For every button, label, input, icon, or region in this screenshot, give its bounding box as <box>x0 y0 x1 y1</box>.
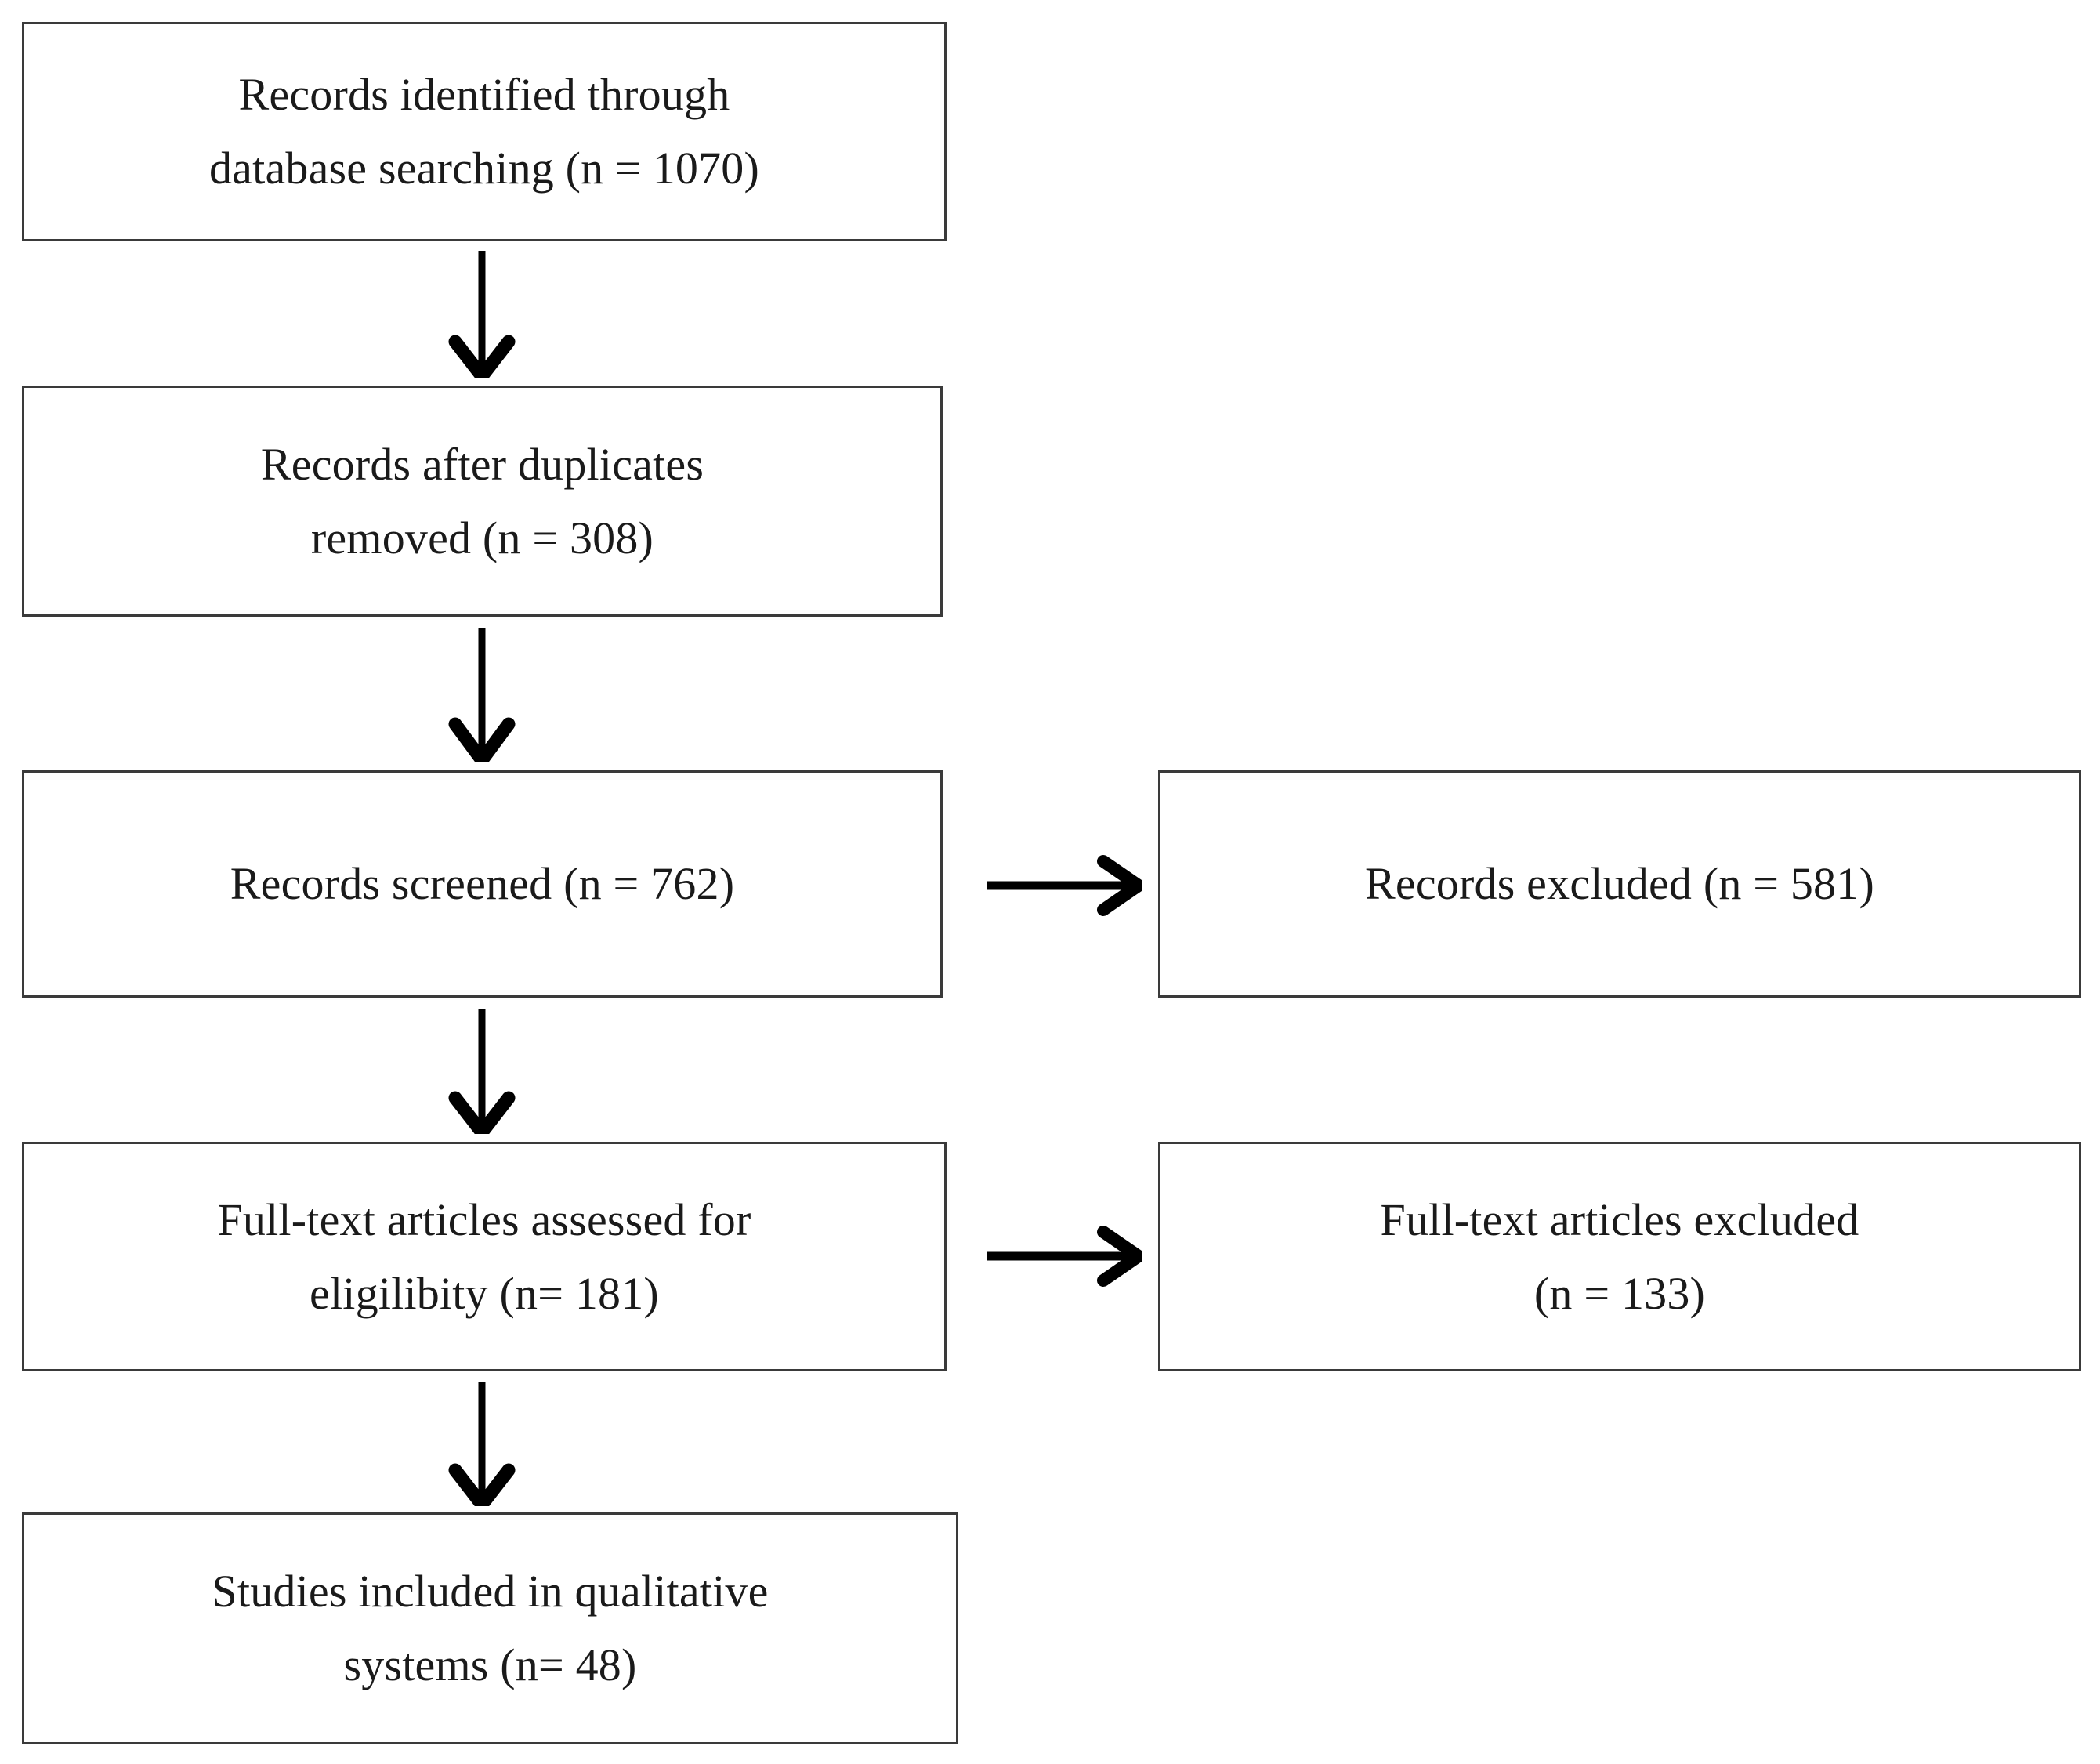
arrow-down-icon <box>448 251 516 378</box>
full-text-excluded-box: Full-text articles excluded (n = 133) <box>1158 1142 2081 1371</box>
records-screened-line-1: Records screened (n = 762) <box>230 858 735 910</box>
arrow-down-icon <box>448 628 516 762</box>
records-after-duplicates-box: Records after duplicates removed (n = 30… <box>22 386 943 617</box>
records-after-duplicates-line-1: Records after duplicates <box>260 438 704 490</box>
studies-included-line-1: Studies included in qualitative <box>212 1566 769 1617</box>
arrow-right-screened-to-records-excluded <box>986 850 1142 921</box>
records-identified-line-2: database searching (n = 1070) <box>208 143 760 194</box>
studies-included-line-2: systems (n= 48) <box>343 1639 637 1690</box>
records-excluded-box: Records excluded (n = 581) <box>1158 770 2081 998</box>
arrow-down-duplicates-to-screened <box>435 627 529 762</box>
records-identified-box: Records identified through database sear… <box>22 22 947 241</box>
records-identified-line-1: Records identified through <box>238 69 730 121</box>
records-excluded-line-1: Records excluded (n = 581) <box>1365 858 1874 910</box>
full-text-assessed-box: Full-text articles assessed for eligilib… <box>22 1142 947 1371</box>
arrow-down-screened-to-fulltext <box>435 1007 529 1134</box>
arrow-right-fulltext-to-fulltext-excluded <box>986 1221 1142 1291</box>
full-text-excluded-line-1: Full-text articles excluded <box>1380 1194 1859 1245</box>
studies-included-box: Studies included in qualitative systems … <box>22 1512 958 1744</box>
arrow-down-fulltext-to-included <box>435 1381 529 1506</box>
arrow-down-identified-to-duplicates <box>435 249 529 378</box>
arrow-right-icon <box>987 1226 1142 1287</box>
records-after-duplicates-line-2: removed (n = 308) <box>310 512 654 563</box>
full-text-assessed-line-1: Full-text articles assessed for <box>217 1194 751 1245</box>
arrow-down-icon <box>448 1009 516 1134</box>
arrow-right-icon <box>987 855 1142 916</box>
full-text-assessed-line-2: eligilibity (n= 181) <box>310 1267 659 1319</box>
full-text-excluded-line-2: (n = 133) <box>1533 1267 1706 1319</box>
records-screened-box: Records screened (n = 762) <box>22 770 943 998</box>
arrow-down-icon <box>448 1382 516 1506</box>
